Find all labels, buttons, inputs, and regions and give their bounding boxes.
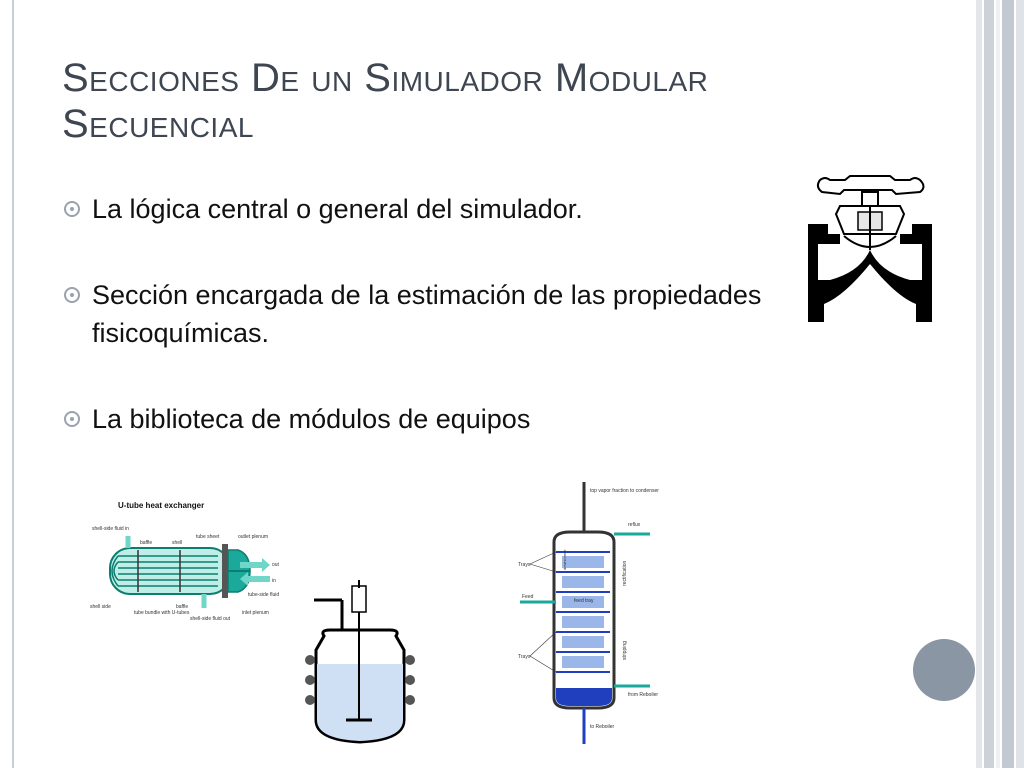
bullet-text: La lógica central o general del simulado… <box>92 194 583 224</box>
hx-label-shell-out: shell-side fluid out <box>190 616 231 622</box>
hx-label-tube-side-fluid: tube-side fluid <box>248 592 279 598</box>
hx-label-baffle: baffle <box>140 540 152 546</box>
slide-title: Secciones De un Simulador Modular Secuen… <box>62 56 709 146</box>
hx-label-inlet-plenum: inlet plenum <box>242 610 269 616</box>
hx-label-shell-side: shell side <box>90 604 111 610</box>
column-label-stripping: stripping <box>622 641 628 660</box>
bullet-icon <box>64 201 80 217</box>
column-label-from-reboiler: from Reboiler <box>628 692 658 698</box>
bullet-icon <box>64 411 80 427</box>
column-label-feed-tray: feed tray <box>574 598 594 604</box>
hx-title: U-tube heat exchanger <box>118 501 204 510</box>
left-rule <box>12 0 14 768</box>
bullet-text: Sección encargada de la estimación de la… <box>92 280 762 348</box>
hx-label-tube-sheet: tube sheet <box>196 534 220 540</box>
column-label-trays-top: Trays <box>518 562 531 568</box>
hx-label-shell: shell <box>172 540 182 546</box>
right-decorative-bars <box>976 0 1024 768</box>
hx-label-shell-in: shell-side fluid in <box>92 526 129 532</box>
bullet-item: La biblioteca de módulos de equipos <box>62 400 762 438</box>
hx-label-tube-bundle: tube bundle with U-tubes <box>134 610 190 616</box>
hx-label-out: out <box>272 562 280 568</box>
hx-label-in: in <box>272 578 276 584</box>
valve-icon <box>808 175 932 322</box>
column-label-trays-bottom: Trays <box>518 654 531 660</box>
hx-label-baffle-bottom: baffle <box>176 604 188 610</box>
bullet-item: La lógica central o general del simulado… <box>62 190 762 228</box>
column-label-feed: Feed <box>522 594 534 600</box>
bullet-icon <box>64 287 80 303</box>
hx-label-outlet-plenum: outlet plenum <box>238 534 268 540</box>
bullet-list: La lógica central o general del simulado… <box>62 190 762 486</box>
column-label-reflux: reflux <box>628 522 641 528</box>
column-label-to-reboiler: to Reboiler <box>590 724 615 730</box>
reactor-icon <box>305 580 415 744</box>
u-tube-heat-exchanger-diagram: U-tube heat exchanger shell-side fluid i… <box>90 501 280 622</box>
distillation-column-diagram: top vapor fraction to condenser reflux d… <box>518 482 659 744</box>
column-label-top-vapor: top vapor fraction to condenser <box>590 488 659 494</box>
decorative-circle <box>913 639 975 701</box>
bullet-text: La biblioteca de módulos de equipos <box>92 404 531 434</box>
column-label-downcomer: downcomer <box>562 549 567 570</box>
column-label-rectification: rectification <box>622 560 628 586</box>
bullet-item: Sección encargada de la estimación de la… <box>62 276 762 352</box>
